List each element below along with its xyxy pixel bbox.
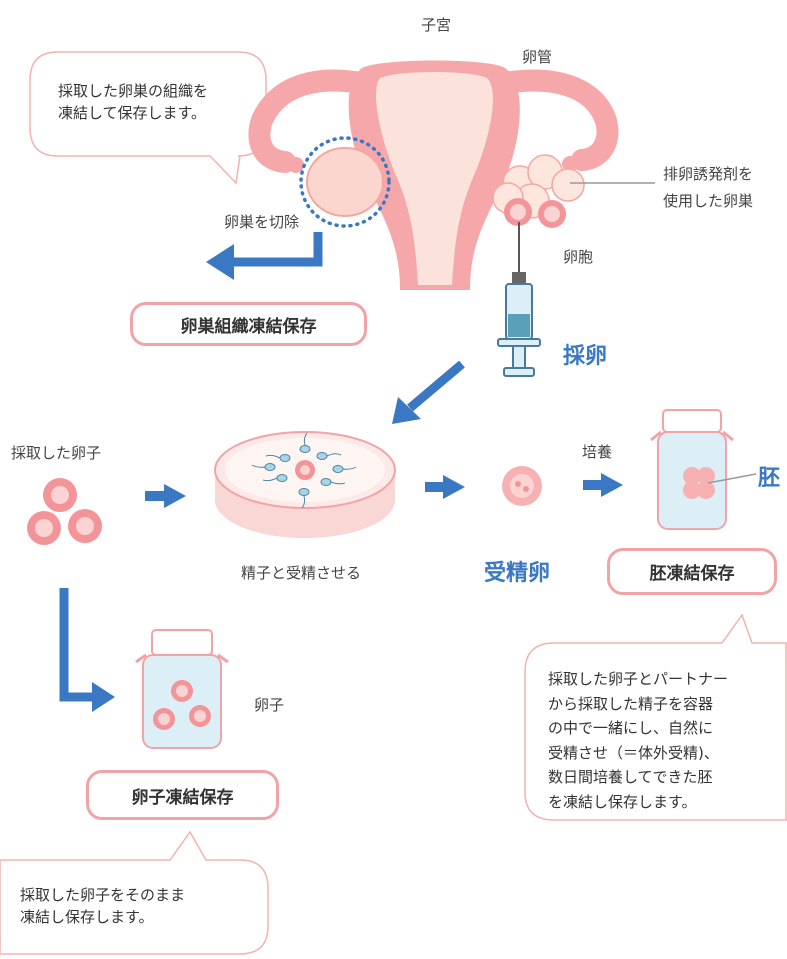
retrieved-eggs-icon: [27, 478, 102, 545]
excised-ovary: [306, 147, 384, 217]
follicle-label: 卵胞: [563, 248, 594, 266]
embryo-note-line: 受精させ（＝体外受精)、: [548, 743, 719, 762]
egg-bottle-icon: [135, 629, 229, 749]
fallopian-tube-label: 卵管: [522, 48, 553, 66]
bubble-embryo: [524, 613, 787, 821]
stimulated-ovary-label-1: 排卵誘発剤を: [663, 165, 754, 183]
embryo-note-line: から採取した精子を容器: [548, 694, 714, 713]
egg-label: 卵子: [254, 696, 285, 714]
stimulated-ovary-label-2: 使用した卵巣: [663, 192, 754, 210]
egg-note-line: 採取した卵子をそのまま: [20, 886, 186, 904]
arrow-ovary-to-tissue: [232, 232, 323, 267]
egg-retrieval-label: 採卵: [563, 344, 608, 369]
bubble-ovary: [29, 51, 267, 185]
embryo-note-line: 数日間培養してできた胚: [548, 768, 713, 786]
bubble-egg: [0, 830, 269, 955]
arrow-eggs-to-freeze: [59, 588, 92, 702]
petri-dish-icon: [214, 431, 396, 538]
egg-freeze-box: 卵子凍結保存: [86, 770, 279, 820]
embryo-leader: [707, 473, 757, 484]
embryo-freeze-box: 胚凍結保存: [607, 548, 777, 595]
stimulated-ovary-illustration: [492, 154, 585, 228]
embryo-note: 採取した卵子とパートナー から採取した精子を容器 の中で一緒にし、自然に 受精さ…: [548, 667, 728, 814]
embryo-note-line: 採取した卵子とパートナー: [548, 670, 729, 688]
embryo-note-line: の中で一緒にし、自然に: [548, 719, 714, 737]
embryo-note-line: を凍結し保存します。: [548, 792, 697, 811]
fertilize-label: 精子と受精させる: [241, 564, 362, 582]
embryo-bottle-icon: [650, 409, 734, 530]
ovarian-tissue-freeze-box: 卵巣組織凍結保存: [130, 302, 367, 346]
uterus-illustration: [248, 60, 619, 290]
ovary-note-line: 凍結して保存します。: [58, 104, 207, 122]
ovary-excision-label: 卵巣を切除: [224, 213, 300, 231]
retrieved-eggs-label: 採取した卵子: [11, 444, 102, 462]
embryo-label: 胚: [758, 466, 781, 491]
dotted-selection-icon: [299, 136, 391, 228]
fertilized-egg-label: 受精卵: [484, 561, 551, 586]
egg-note-line: 凍結し保存します。: [20, 908, 154, 926]
syringe-icon: [497, 222, 541, 377]
egg-note: 採取した卵子をそのまま 凍結し保存します。: [20, 884, 185, 928]
culture-label: 培養: [582, 443, 613, 461]
uterus-label: 子宮: [421, 16, 452, 34]
ovary-note-line: 採取した卵巣の組織を: [58, 82, 209, 100]
fertilized-egg-icon: [502, 466, 542, 506]
ovary-note: 採取した卵巣の組織を 凍結して保存します。: [58, 80, 208, 124]
